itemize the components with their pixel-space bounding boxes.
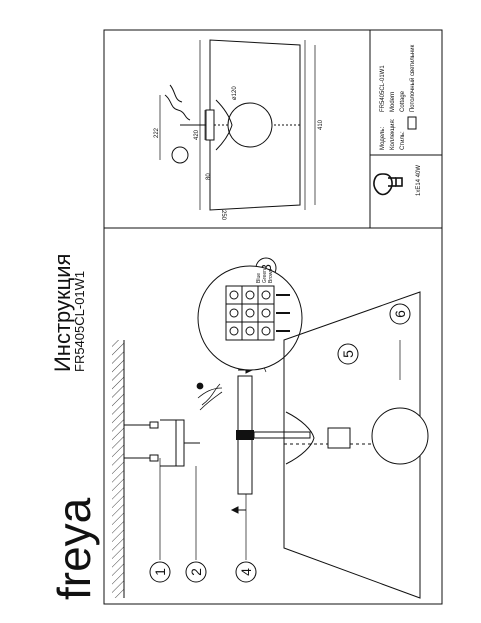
spec-model-label: Модель: xyxy=(380,126,386,150)
supply-wires xyxy=(196,382,223,411)
callout-4-circle xyxy=(235,561,257,583)
ceiling-screws xyxy=(124,421,159,462)
ceiling-hatch xyxy=(112,340,124,598)
lamp-stem xyxy=(253,431,311,439)
page-frame xyxy=(103,29,443,605)
bulb-rating: 1xE14 40W xyxy=(416,165,422,196)
callout-5-circle xyxy=(337,343,359,365)
bulb-icon xyxy=(373,173,403,196)
dimension-drawing xyxy=(164,39,301,211)
dimension-lines xyxy=(159,40,316,210)
dim-canopy: 80 xyxy=(206,173,212,180)
spec-collection-value: Modern xyxy=(390,92,396,112)
terminal-block xyxy=(225,285,275,341)
callout-2-circle xyxy=(185,561,207,583)
canopy-nut xyxy=(236,430,254,440)
leader-lines xyxy=(159,340,401,560)
wire-label-green: Green xyxy=(262,269,268,283)
callout-3: 3 xyxy=(258,264,274,272)
bulb-holder xyxy=(327,427,351,449)
dim-length: 410 xyxy=(318,119,324,130)
callout-6: 6 xyxy=(392,310,408,318)
model-code: FR5405CL-01W1 xyxy=(72,271,87,372)
lamp-shade xyxy=(283,291,421,599)
callout-1: 1 xyxy=(152,568,168,576)
wire-label-brown: Brown xyxy=(268,269,274,283)
ceiling-lamp-icon xyxy=(407,116,417,130)
brand-logo: freya xyxy=(48,497,100,600)
callout-4: 4 xyxy=(238,568,254,576)
wire-label-blue: Blue xyxy=(256,273,262,283)
dim-height: 222 xyxy=(154,127,160,138)
spec-style-value: Cottage xyxy=(400,90,406,112)
callout-1-circle xyxy=(149,561,171,583)
wiring-detail: Blue Green Brown xyxy=(197,265,303,371)
spec-model-value: FR5405CL-01W1 xyxy=(380,65,386,112)
page-title: Инструкция xyxy=(50,254,75,372)
spec-type-value: Потолочный светильник xyxy=(409,44,416,112)
callout-6-circle xyxy=(389,303,411,325)
spec-style-label: Стиль: xyxy=(400,131,406,150)
dim-width-bottom: 250 xyxy=(220,210,226,221)
shade-disc xyxy=(285,411,315,465)
glass-globe xyxy=(371,407,429,465)
mounting-bracket xyxy=(160,419,200,467)
dim-globe: ø120 xyxy=(232,86,238,100)
dim-width-top: 420 xyxy=(194,129,200,140)
spec-collection-label: Коллекция: xyxy=(390,118,396,150)
callout-5: 5 xyxy=(340,350,356,358)
callout-2: 2 xyxy=(188,568,204,576)
